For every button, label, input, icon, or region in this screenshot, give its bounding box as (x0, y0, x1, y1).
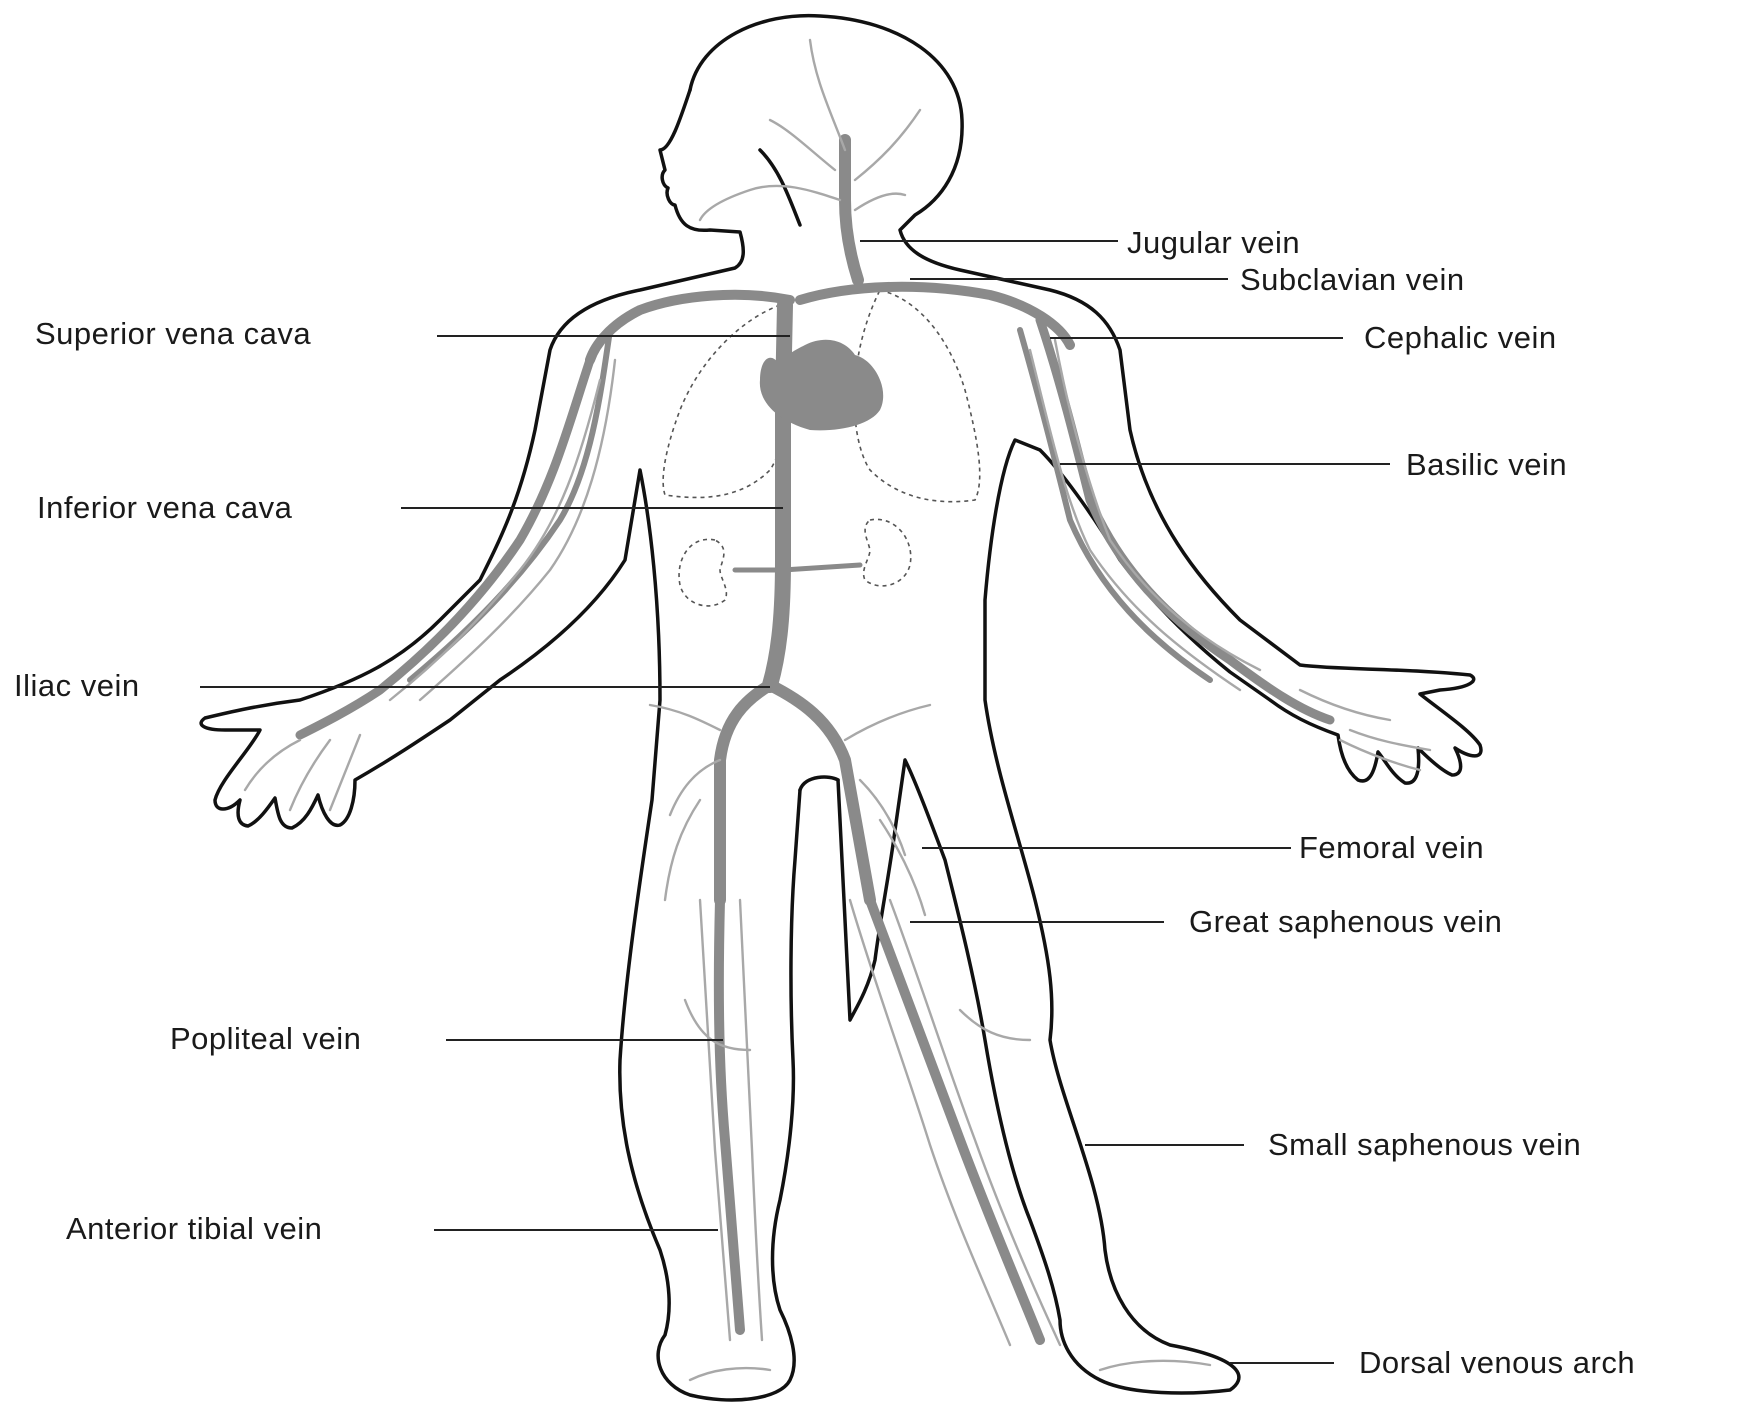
label-jugular-vein: Jugular vein (1127, 227, 1300, 258)
label-cephalic-vein: Cephalic vein (1364, 322, 1557, 353)
label-subclavian-vein: Subclavian vein (1240, 264, 1465, 295)
organs-dotted (663, 290, 980, 606)
label-popliteal-vein: Popliteal vein (170, 1023, 361, 1054)
veins-major (300, 140, 1330, 1340)
label-basilic-vein: Basilic vein (1406, 449, 1567, 480)
label-great-saphenous-vein: Great saphenous vein (1189, 906, 1502, 937)
subclavian-vein-path (800, 287, 1070, 345)
label-iliac-vein: Iliac vein (14, 670, 140, 701)
label-inferior-vena-cava: Inferior vena cava (37, 492, 292, 523)
label-anterior-tibial-vein: Anterior tibial vein (66, 1213, 322, 1244)
label-small-saphenous-vein: Small saphenous vein (1268, 1129, 1581, 1160)
label-dorsal-venous-arch: Dorsal venous arch (1359, 1347, 1635, 1378)
label-superior-vena-cava: Superior vena cava (35, 318, 311, 349)
label-femoral-vein: Femoral vein (1299, 832, 1484, 863)
left-kidney-outline (864, 519, 911, 586)
iliac-vein-path (720, 685, 770, 900)
femoral-vein-path (870, 900, 1040, 1340)
right-kidney-outline (679, 539, 726, 606)
